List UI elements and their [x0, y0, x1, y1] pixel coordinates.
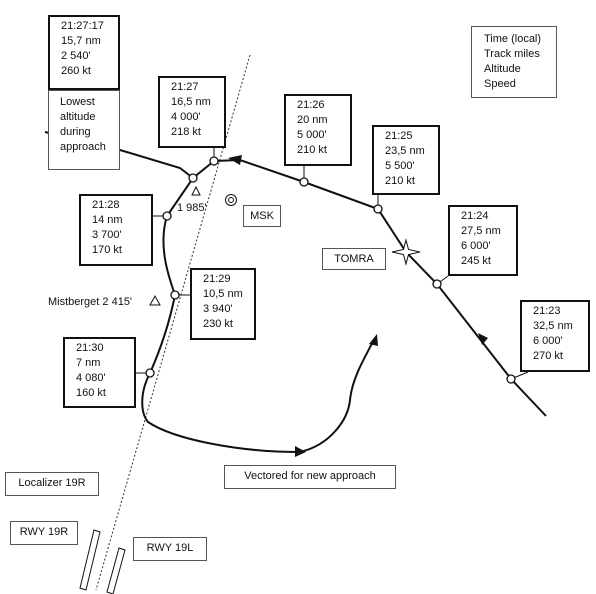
legend-box: Time (local) Track miles Altitude Speed [471, 26, 557, 98]
flight-track-inbound [141, 158, 547, 454]
track-point [209, 156, 219, 166]
waypoint-time: 21:28 [92, 199, 120, 211]
waypoint-miles: 7 nm [76, 357, 101, 369]
localizer-label: Localizer 19R [5, 472, 99, 496]
waypoint-time: 21:27:17 [61, 20, 104, 32]
track-point [170, 290, 180, 300]
arrow-icon [295, 446, 306, 457]
obstacle-elevation-label: 1 985' [177, 202, 207, 214]
track-point [432, 279, 442, 289]
legend-line-altitude: Altitude [484, 63, 521, 75]
legend-line-time: Time (local) [484, 33, 542, 45]
waypoint-speed: 260 kt [61, 65, 91, 77]
waypoint-box-21-27-17: 21:27:17 15,7 nm 2 540' 260 kt [48, 15, 120, 90]
waypoint-time: 21:29 [203, 273, 231, 285]
tomra-label: TOMRA [322, 248, 386, 270]
waypoint-speed: 210 kt [385, 175, 415, 187]
waypoint-speed: 160 kt [76, 387, 106, 399]
track-point [506, 374, 516, 384]
waypoint-box-21-24: 21:24 27,5 nm 6 000' 245 kt [448, 205, 518, 276]
msk-beacon-icon [225, 194, 237, 206]
note-line: altitude [60, 111, 96, 123]
waypoint-box-21-30: 21:30 7 nm 4 080' 160 kt [63, 337, 136, 408]
waypoint-miles: 32,5 nm [533, 320, 573, 332]
waypoint-altitude: 3 700' [92, 229, 122, 241]
waypoint-box-21-23: 21:23 32,5 nm 6 000' 270 kt [520, 300, 590, 372]
track-point [299, 177, 309, 187]
waypoint-miles: 14 nm [92, 214, 123, 226]
mistberget-label: Mistberget 2 415' [48, 296, 133, 308]
waypoint-time: 21:30 [76, 342, 104, 354]
waypoint-time: 21:24 [461, 210, 489, 222]
tomra-waypoint-star-icon [391, 238, 421, 266]
waypoint-box-21-26: 21:26 20 nm 5 000' 210 kt [284, 94, 352, 166]
runway-19r-icon [79, 529, 101, 591]
rwy-19l-label: RWY 19L [133, 537, 207, 561]
track-point [162, 211, 172, 221]
lowest-altitude-note: Lowest altitude during approach [48, 90, 120, 170]
track-point [145, 368, 155, 378]
waypoint-altitude: 6 000' [533, 335, 563, 347]
waypoint-altitude: 3 940' [203, 303, 233, 315]
waypoint-altitude: 5 500' [385, 160, 415, 172]
waypoint-time: 21:23 [533, 305, 561, 317]
waypoint-time: 21:25 [385, 130, 413, 142]
waypoint-speed: 230 kt [203, 318, 233, 330]
note-line: Lowest [60, 96, 95, 108]
obstacle-triangle-icon [191, 185, 201, 196]
legend-line-speed: Speed [484, 78, 516, 90]
msk-beacon-icon [228, 197, 234, 203]
waypoint-altitude: 2 540' [61, 50, 91, 62]
waypoint-speed: 270 kt [533, 350, 563, 362]
track-point [373, 204, 383, 214]
vectored-label: Vectored for new approach [224, 465, 396, 489]
waypoint-miles: 16,5 nm [171, 96, 211, 108]
waypoint-box-21-28: 21:28 14 nm 3 700' 170 kt [79, 194, 153, 266]
waypoint-time: 21:27 [171, 81, 199, 93]
legend-line-miles: Track miles [484, 48, 540, 60]
waypoint-miles: 27,5 nm [461, 225, 501, 237]
mistberget-triangle-icon [149, 294, 161, 306]
waypoint-altitude: 5 000' [297, 129, 327, 141]
runway-19l-icon [106, 547, 126, 594]
waypoint-speed: 210 kt [297, 144, 327, 156]
waypoint-box-21-25: 21:25 23,5 nm 5 500' 210 kt [372, 125, 440, 195]
waypoint-altitude: 4 000' [171, 111, 201, 123]
waypoint-miles: 20 nm [297, 114, 328, 126]
rwy-19r-label: RWY 19R [10, 521, 78, 545]
waypoint-miles: 23,5 nm [385, 145, 425, 157]
waypoint-altitude: 4 080' [76, 372, 106, 384]
arrow-icon [478, 333, 488, 345]
waypoint-speed: 170 kt [92, 244, 122, 256]
waypoint-speed: 245 kt [461, 255, 491, 267]
waypoint-miles: 15,7 nm [61, 35, 101, 47]
track-point [188, 173, 198, 183]
note-line: during [60, 126, 91, 138]
waypoint-time: 21:26 [297, 99, 325, 111]
waypoint-speed: 218 kt [171, 126, 201, 138]
arrow-icon [369, 334, 378, 346]
waypoint-altitude: 6 000' [461, 240, 491, 252]
note-line: approach [60, 141, 106, 153]
waypoint-miles: 10,5 nm [203, 288, 243, 300]
waypoint-box-21-27: 21:27 16,5 nm 4 000' 218 kt [158, 76, 226, 148]
arrow-icon [228, 155, 242, 165]
waypoint-box-21-29: 21:29 10,5 nm 3 940' 230 kt [190, 268, 256, 340]
msk-label: MSK [243, 205, 281, 227]
